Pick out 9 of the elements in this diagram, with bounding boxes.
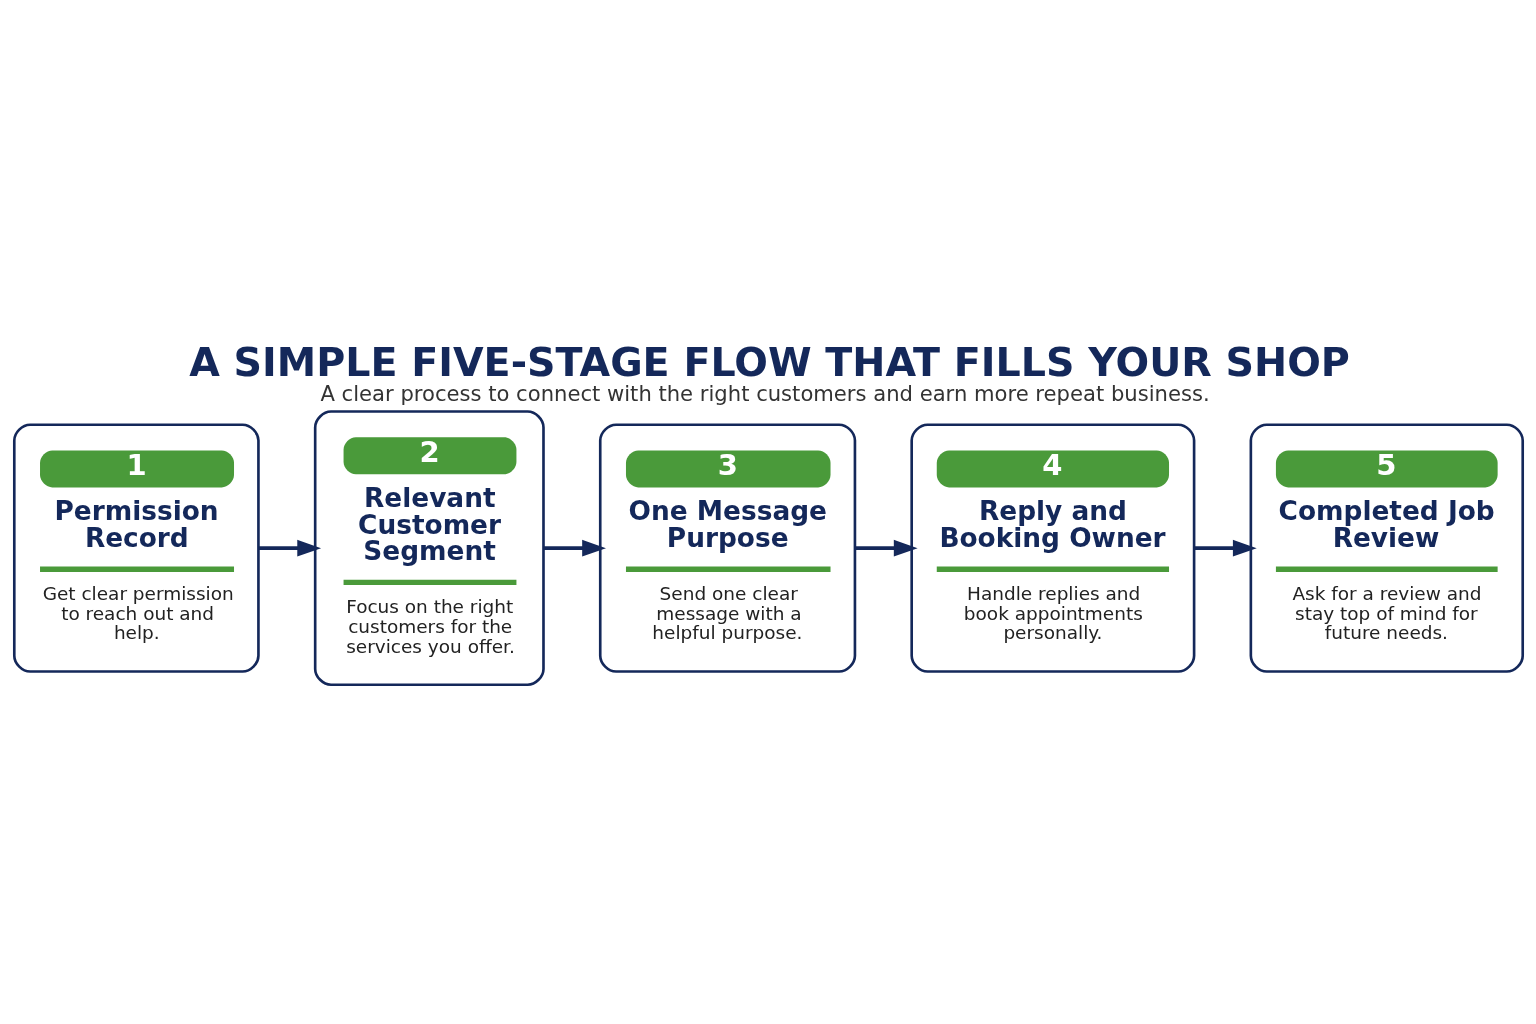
node-box: 4 Reply and Booking Owner Handle replies and book appointments personally.: [909, 422, 1195, 673]
arrow: [1193, 539, 1257, 556]
arrow: [258, 539, 321, 556]
node-box: 2 Relevant Customer Segment Focus on the right customers for the services you offer.: [313, 409, 545, 686]
arrow: [543, 539, 606, 556]
node-box: 5 Completed Job Review Ask for a review and stay top of mind for future needs.: [1249, 422, 1524, 673]
node-box: 3 One Message Purpose Send one clear message with a helpful purpose.: [598, 422, 856, 673]
arrow: [854, 539, 918, 556]
node-box: 1 Permission Record Get clear permission to reach out and help.: [12, 422, 260, 673]
